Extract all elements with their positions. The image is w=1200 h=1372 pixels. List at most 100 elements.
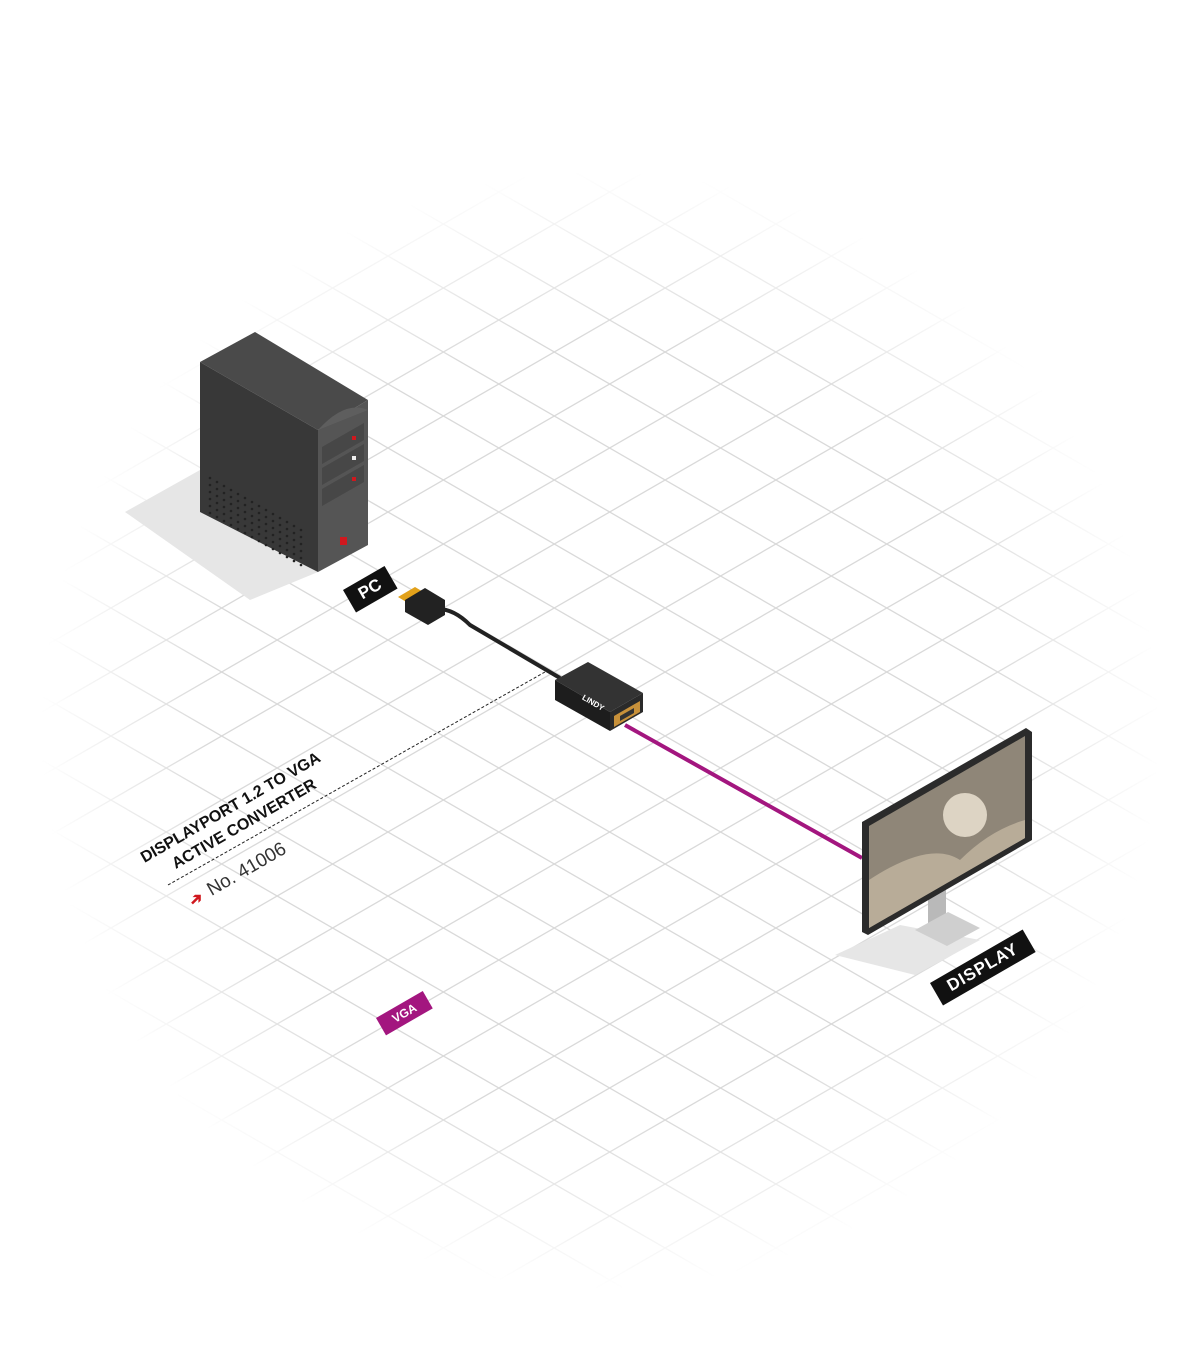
adapter-icon [555,662,643,731]
vent-hole [271,547,275,551]
vent-hole [215,508,219,512]
displayport-connector-icon [398,587,445,625]
grid-line [0,1055,548,1372]
grid-line [228,810,1200,1372]
grid-line [0,159,1200,854]
vent-hole [299,528,303,532]
grid-line [0,618,1200,1313]
vent-hole [257,532,261,536]
grid-line [450,938,1200,1372]
vent-hole [222,491,226,495]
vent-hole [236,506,240,510]
vent-hole [243,510,247,514]
vent-hole [250,528,254,532]
grid-line [0,543,1200,1238]
grid-line [1163,0,1200,22]
grid-line [0,1119,437,1372]
grid-line [0,287,1200,982]
vent-hole [264,529,268,533]
vent-hole [250,535,254,539]
grid-line [0,0,943,545]
vent-hole [229,516,233,520]
grid-line [831,0,1200,214]
vent-hole [215,515,219,519]
vent-hole [285,548,289,552]
vent-hole [285,555,289,559]
grid-line [782,1130,1200,1372]
vent-hole [285,534,289,538]
vent-hole [299,563,303,567]
vent-hole [236,520,240,524]
grid-line [0,607,1200,1302]
grid-line [0,95,1200,790]
pc-tower-icon [200,332,368,572]
vent-hole [257,518,261,522]
vent-hole [229,509,233,513]
vent-hole [285,527,289,531]
vent-hole [243,496,247,500]
grid-line [893,1194,1200,1372]
vent-hole [215,494,219,498]
grid-line [0,479,1200,1174]
vent-hole [278,537,282,541]
grid-line [0,0,278,161]
vga-cable [624,723,863,860]
vent-hole [250,521,254,525]
grid-line [0,426,1200,1121]
vent-hole [271,533,275,537]
grid-line [0,298,1200,993]
grid-line [0,0,389,225]
vent-hole [299,556,303,560]
vent-hole [292,552,296,556]
grid-line [165,0,1200,598]
vent-hole [250,514,254,518]
grid-line [0,0,500,289]
vent-hole [208,490,212,494]
vent-hole [243,524,247,528]
grid-line [0,234,1200,929]
vent-hole [264,543,268,547]
grid-line [0,1183,326,1372]
vent-hole [292,545,296,549]
vent-hole [243,517,247,521]
vent-hole [271,519,275,523]
grid-line [276,0,1200,534]
vent-hole [257,504,261,508]
vent-hole [229,502,233,506]
vent-hole [285,520,289,524]
grid-line [0,0,1165,673]
vent-hole [299,549,303,553]
grid-line [0,106,1200,801]
grid-line [0,671,1200,1366]
grid-line [0,42,1200,737]
vent-hole [299,542,303,546]
grid-line [560,1002,1200,1372]
grid-line [0,0,167,97]
leader-line [167,671,546,886]
vent-hole [243,503,247,507]
vent-hole [208,511,212,515]
vent-hole [278,551,282,555]
grid-line [0,863,881,1372]
grid-line [339,874,1200,1372]
vent-hole [222,484,226,488]
grid-line [0,0,56,33]
vent-hole [271,512,275,516]
vent-hole [299,535,303,539]
vent-hole [250,507,254,511]
vent-hole [257,525,261,529]
vent-hole [229,495,233,499]
vent-hole [278,523,282,527]
vent-hole [208,497,212,501]
vent-hole [264,536,268,540]
grid-line [387,0,1200,470]
vent-hole [278,530,282,534]
grid-line [1052,0,1200,86]
grid-line [0,927,770,1372]
vent-hole [292,524,296,528]
vent-hole [292,538,296,542]
vent-hole [243,531,247,535]
vent-hole [278,516,282,520]
vent-hole [271,540,275,544]
